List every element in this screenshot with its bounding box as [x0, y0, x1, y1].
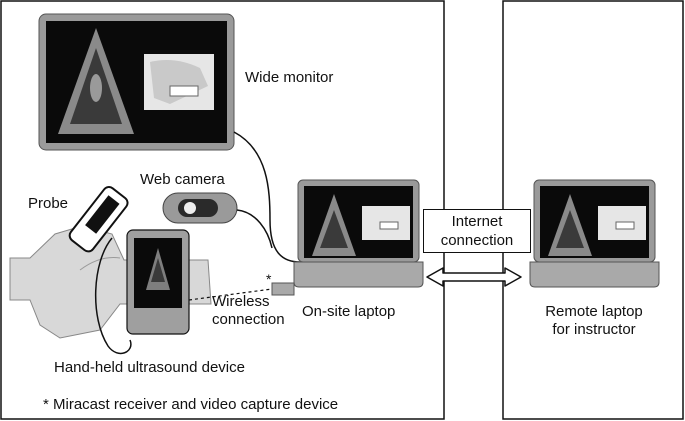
- probe: [68, 186, 129, 253]
- miracast-receiver: [271, 282, 295, 296]
- internet-label-line1: Internet: [451, 213, 503, 230]
- asterisk-marker: *: [266, 271, 272, 287]
- internet-arrow: [426, 267, 522, 287]
- onsite-laptop-label: On-site laptop: [302, 303, 396, 320]
- wireless-label-line1: Wireless: [212, 293, 270, 310]
- wide-monitor: [38, 13, 235, 151]
- wireless-label-line2: connection: [212, 311, 285, 328]
- remote-laptop-label-line1: Remote laptop: [545, 303, 643, 320]
- monitor-cable: [233, 131, 301, 263]
- camera-cable: [236, 209, 273, 249]
- probe-label: Probe: [28, 195, 69, 212]
- onsite-laptop: [293, 179, 424, 288]
- footnote: * Miracast receiver and video capture de…: [43, 396, 339, 413]
- handheld-device-label: Hand-held ultrasound device: [54, 359, 245, 376]
- internet-label-line2: connection: [440, 232, 514, 249]
- wireless-link: [188, 288, 273, 301]
- wide-monitor-label: Wide monitor: [245, 69, 334, 86]
- web-camera: [162, 192, 238, 224]
- remote-laptop-label-line2: for instructor: [552, 321, 636, 338]
- handheld-device: [126, 229, 190, 335]
- probe-cable: [94, 237, 132, 355]
- remote-laptop: [529, 179, 660, 288]
- web-camera-label: Web camera: [140, 171, 225, 188]
- internet-connection-box: Internet connection: [423, 209, 531, 253]
